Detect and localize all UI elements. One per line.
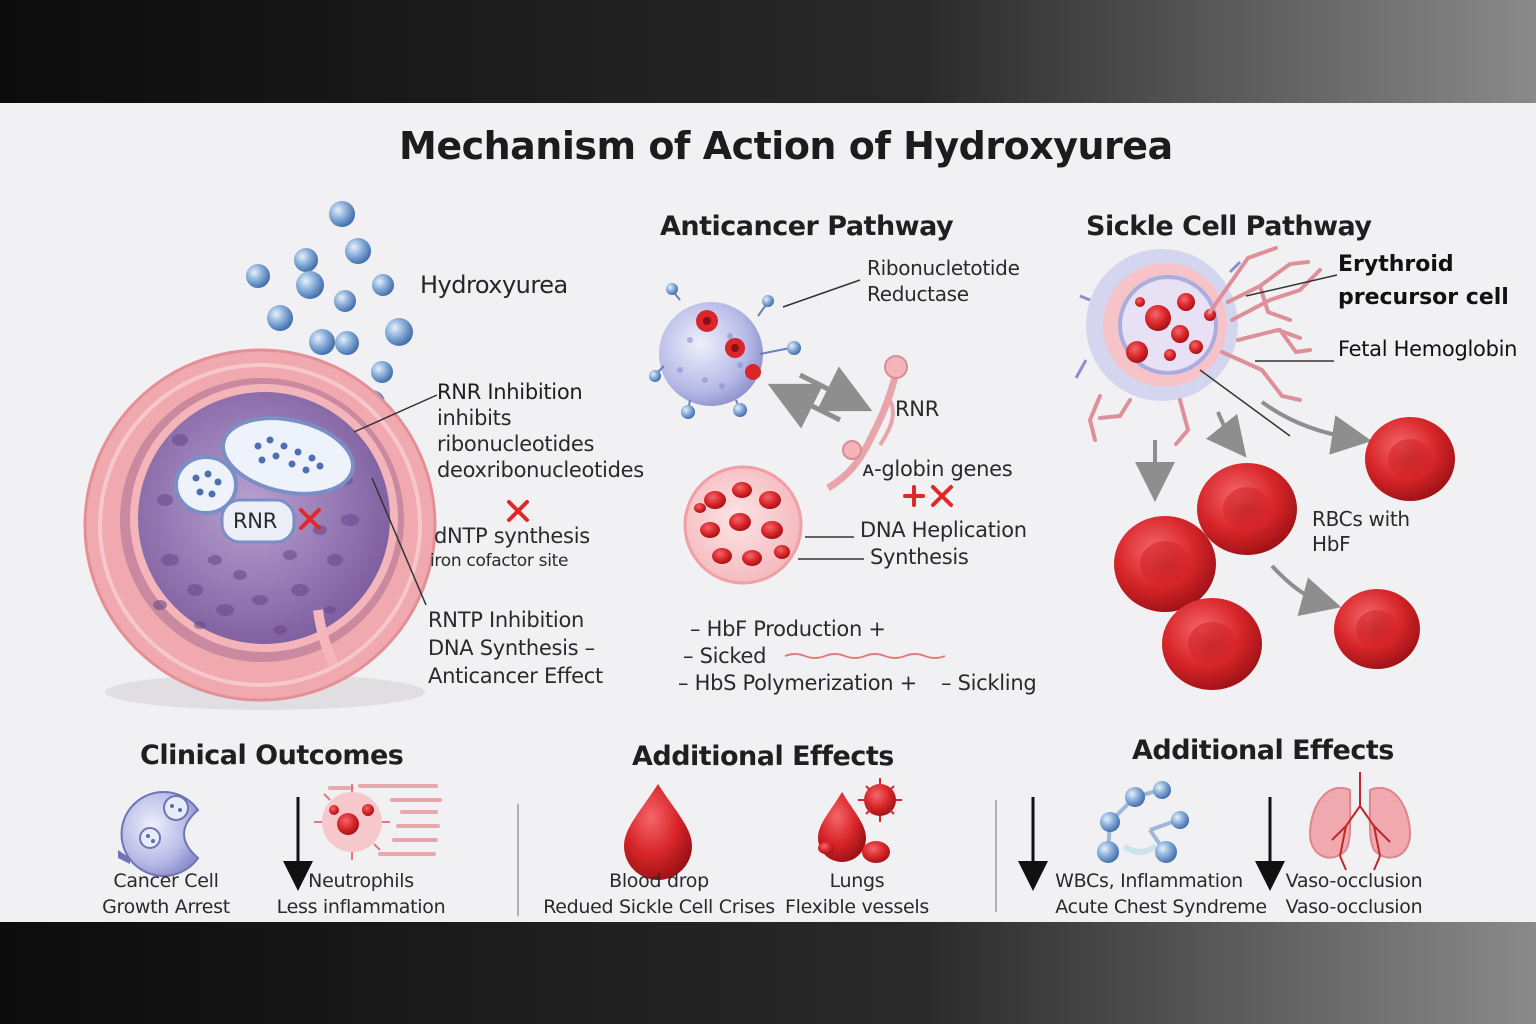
rbc-3 [1114, 516, 1216, 612]
rnr-strand [826, 355, 908, 492]
erythroid-line-2: precursor cell [1338, 285, 1509, 310]
rntp-leader [371, 477, 427, 606]
additional-mid-heading: Additional Effects [632, 741, 894, 772]
rnr-inhibition-line-1: inhibits [437, 406, 512, 430]
inhibit-x-icon [299, 508, 321, 530]
bottom-dark-band [0, 922, 1536, 1024]
additional-right-heading: Additional Effects [1132, 735, 1394, 766]
rr-label-line-2: Reductase [867, 282, 969, 306]
rntp-line-2: DNA Synthesis – [428, 636, 595, 660]
page-title: Mechanism of Action of Hydroxyurea [399, 124, 1173, 168]
cancer-cell-caption-1: Cancer Cell [113, 870, 219, 892]
hbs-polymerization-label: – HbS Polymerization + [678, 671, 917, 695]
plus-icon [903, 485, 925, 507]
globin-genes-label: ᴀ-globin genes [862, 457, 1013, 481]
erythroid-line-1: Erythroid [1338, 252, 1454, 277]
rr-leader [782, 279, 861, 308]
iron-cofactor-label: iron cofactor site [430, 551, 569, 571]
fetal-hemoglobin-label: Fetal Hemoglobin [1338, 337, 1518, 361]
dna-replication-cell [683, 465, 803, 585]
lungs-blood-icon [818, 778, 902, 863]
blood-drop-icon [624, 784, 692, 880]
sickling-label: – Sickling [941, 671, 1037, 695]
rbc-1 [1365, 417, 1455, 501]
dntp-synthesis-label: dNTP synthesis [434, 524, 590, 548]
bidirectional-arrows [767, 366, 873, 429]
dna-line-1: DNA Heplication [860, 518, 1027, 542]
vaso-caption-1: Vaso-occlusion [1285, 870, 1423, 892]
sickle-heading: Sickle Cell Pathway [1086, 211, 1372, 242]
erythroid-leader [1245, 274, 1338, 297]
rbc-4 [1334, 589, 1420, 669]
dntp-inhibit-x-icon [507, 500, 529, 522]
sicked-wave [784, 653, 946, 659]
cell-cross-section [83, 348, 437, 710]
clinical-heading: Clinical Outcomes [140, 740, 404, 771]
vaso-caption-2: Vaso-occlusion [1285, 896, 1423, 918]
anticancer-heading: Anticancer Pathway [660, 211, 954, 242]
rbc-2 [1197, 463, 1297, 555]
rnr-box-label: RNR [233, 509, 277, 533]
red-blood-cells [1114, 417, 1455, 690]
cancer-cell-icon [118, 791, 200, 877]
rnr-label: RNR [895, 397, 939, 421]
sickle-arrows [1135, 400, 1372, 617]
sicked-label: – Sicked [683, 644, 767, 668]
blood-drop-caption-1: Blood drop [609, 870, 709, 892]
dna-line-2: Synthesis [870, 545, 969, 569]
ribonucleotide-reductase-cell [649, 283, 801, 419]
top-dark-band [0, 0, 1536, 103]
blood-drop-caption-2: Redued Sickle Cell Crises [543, 896, 775, 918]
neutrophils-icon [314, 784, 442, 860]
rr-label-line-1: Ribonucletotide [867, 256, 1020, 280]
erythroid-precursor-cell [1074, 246, 1322, 446]
wbcs-caption-2: Acute Chest Syndreme [1055, 896, 1267, 918]
rbc-5 [1162, 598, 1262, 690]
wbcs-caption-1: WBCs, Inflammation [1055, 870, 1243, 892]
hbf-production-label: – HbF Production + [690, 617, 886, 641]
lungs-caption-1: Lungs [829, 870, 885, 892]
rbcs-line-2: HbF [1312, 532, 1351, 556]
neutrophils-caption-2: Less inflammation [276, 896, 446, 918]
rntp-line-1: RNTP Inhibition [428, 608, 585, 632]
wbc-molecule-icon [1097, 781, 1189, 863]
rnr-inhibition-heading: RNR Inhibition [437, 380, 583, 404]
lungs-caption-2: Flexible vessels [785, 896, 929, 918]
rbc-leader [1199, 369, 1291, 437]
rnr-box [220, 498, 296, 544]
neutrophils-caption-1: Neutrophils [308, 870, 414, 892]
rnr-inhibition-leader [353, 394, 438, 433]
lungs-icon [1308, 772, 1412, 871]
cancer-cell-caption-2: Growth Arrest [102, 896, 230, 918]
rntp-line-3: Anticancer Effect [428, 664, 603, 688]
x-icon [931, 485, 953, 507]
rnr-inhibition-line-3: deoxribonucleotides [437, 458, 644, 482]
hydroxyurea-label: Hydroxyurea [420, 271, 568, 299]
rnr-inhibition-line-2: ribonucleotides [437, 432, 595, 456]
rbcs-line-1: RBCs with [1312, 507, 1410, 531]
